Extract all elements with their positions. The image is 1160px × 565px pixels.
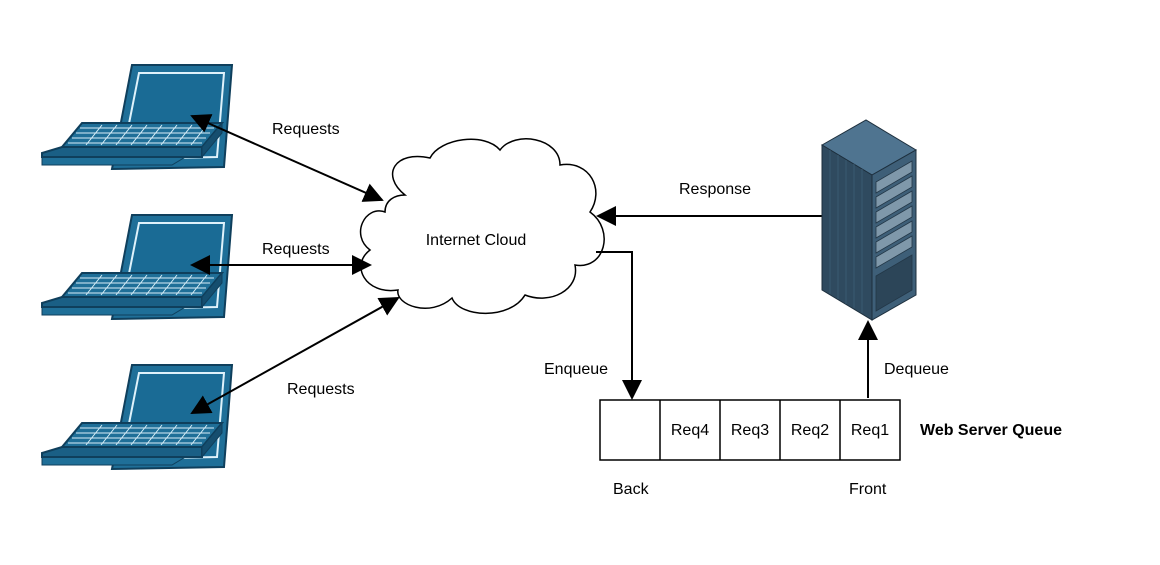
queue-title: Web Server Queue xyxy=(920,422,1062,439)
enqueue-label: Enqueue xyxy=(544,361,608,378)
front-label: Front xyxy=(849,481,887,498)
requests-label-top: Requests xyxy=(272,121,340,138)
back-label: Back xyxy=(613,481,650,498)
queue-cell-req4: Req4 xyxy=(671,422,709,439)
server-rack-icon xyxy=(821,119,917,321)
request-arrow-top xyxy=(190,114,384,202)
queue-cell-req3: Req3 xyxy=(731,422,769,439)
requests-label-middle: Requests xyxy=(262,241,330,258)
requests-label-bottom: Requests xyxy=(287,381,355,398)
dequeue-label: Dequeue xyxy=(884,361,949,378)
response-label: Response xyxy=(679,181,751,198)
cloud-icon xyxy=(359,138,605,315)
enqueue-arrow xyxy=(596,251,642,400)
queue-cell-req2: Req2 xyxy=(791,422,829,439)
queue-cell-req1: Req1 xyxy=(851,422,889,439)
laptop-top-icon xyxy=(41,64,233,170)
laptop-bottom-icon xyxy=(41,364,233,470)
cloud-label: Internet Cloud xyxy=(426,232,527,249)
request-arrow-bottom xyxy=(190,297,400,414)
laptop-middle-icon xyxy=(41,214,233,320)
web-server-queue: Req4 Req3 Req2 Req1 xyxy=(599,399,901,461)
